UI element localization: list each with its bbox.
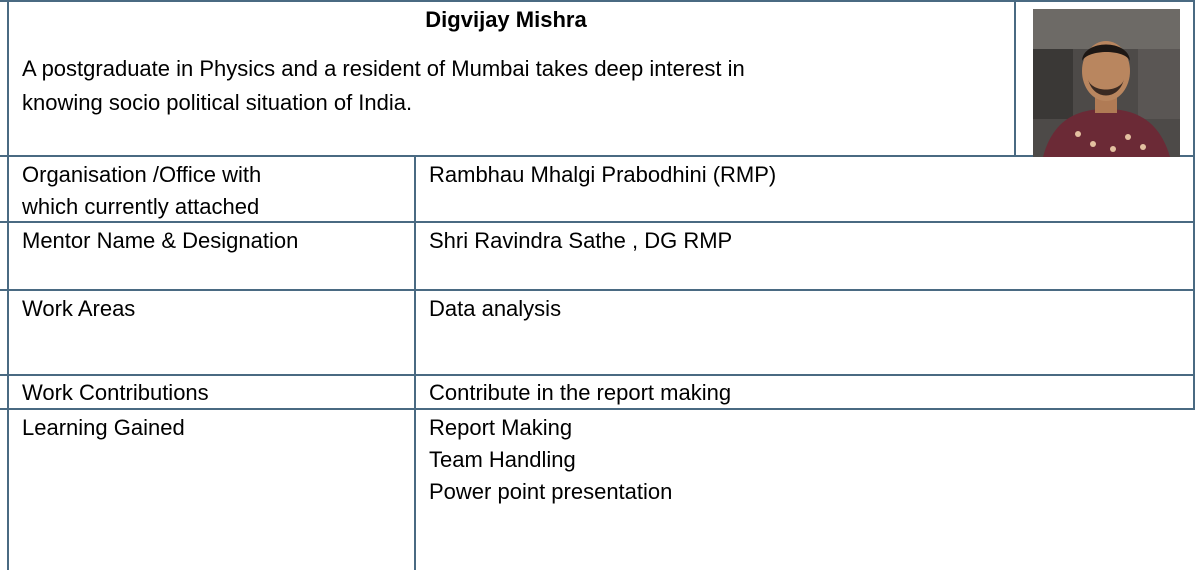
row-5-value-2: Team Handling (429, 447, 576, 472)
row-3-label: Work Areas (22, 296, 136, 321)
row-5-value-3: Power point presentation (429, 479, 673, 504)
row-3-value: Data analysis (429, 296, 562, 321)
row-2-label: Mentor Name & Designation (22, 228, 299, 253)
border-top (0, 0, 1195, 2)
border-right (1193, 0, 1195, 410)
border-row-1 (0, 155, 1195, 157)
bio-line-1: A postgraduate in Physics and a resident… (22, 56, 745, 81)
row-5-value-1: Report Making (429, 415, 573, 440)
row-1-label-line-2: which currently attached (22, 194, 260, 219)
border-col-divider (414, 155, 416, 570)
row-4-label: Work Contributions (22, 380, 209, 405)
border-row-3 (0, 289, 1195, 291)
row-4-value: Contribute in the report making (429, 380, 732, 405)
row-1-value: Rambhau Mhalgi Prabodhini (RMP) (429, 162, 777, 187)
person-name: Digvijay Mishra (425, 7, 587, 32)
row-1-label-line-1: Organisation /Office with (22, 162, 262, 187)
border-left (7, 0, 9, 570)
bio-line-2: knowing socio political situation of Ind… (22, 90, 413, 115)
row-5-label: Learning Gained (22, 415, 185, 440)
border-row-2 (0, 221, 1195, 223)
row-2-value: Shri Ravindra Sathe , DG RMP (429, 228, 733, 253)
portrait-photo (1033, 9, 1180, 157)
border-photo-left (1014, 0, 1016, 155)
border-row-4 (0, 374, 1195, 376)
border-row-5 (0, 408, 1195, 410)
